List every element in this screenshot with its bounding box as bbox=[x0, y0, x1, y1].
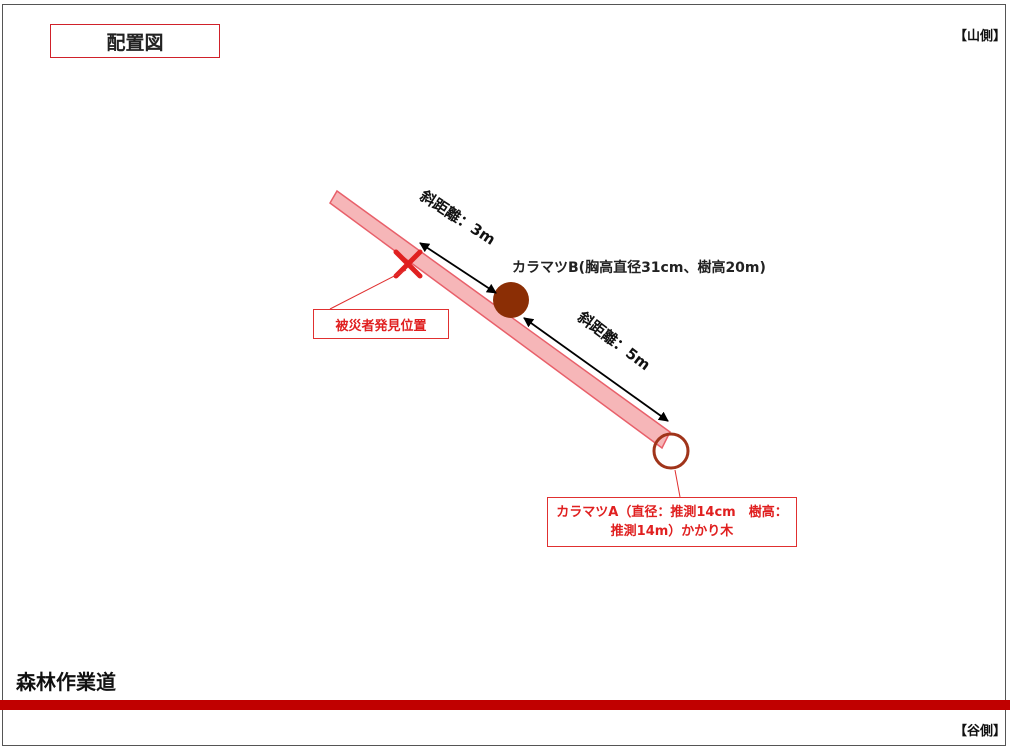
distance-arrow-upper bbox=[419, 242, 497, 294]
distance-label-lower: 斜距離：5m bbox=[573, 307, 653, 374]
tree-a-label-line2: 推測14m）かかり木 bbox=[610, 524, 734, 539]
distance-arrow-lower bbox=[523, 317, 669, 422]
victim-label: 被災者発見位置 bbox=[313, 309, 449, 339]
forest-road-band bbox=[0, 700, 1010, 710]
victim-leader-line bbox=[329, 269, 407, 310]
tree-b-icon bbox=[493, 282, 529, 318]
tree-b-label: カラマツB(胸高直径31cm、樹高20m) bbox=[512, 260, 766, 276]
tree-a-label-line1: カラマツA（直径：推測14cm 樹高： bbox=[556, 505, 788, 520]
mountain-side-label: 【山側】 bbox=[953, 29, 1006, 44]
road-label: 森林作業道 bbox=[16, 670, 116, 694]
diagram-title: 配置図 bbox=[50, 24, 220, 58]
valley-side-label: 【谷側】 bbox=[953, 724, 1006, 739]
distance-label-upper: 斜距離：3m bbox=[416, 186, 499, 249]
victim-position-icon bbox=[393, 249, 423, 279]
tree-a-leader-line bbox=[674, 469, 681, 498]
tree-a-label: カラマツA（直径：推測14cm 樹高： 推測14m）かかり木 bbox=[547, 497, 797, 547]
page-frame bbox=[2, 4, 1006, 746]
tree-a-icon bbox=[652, 432, 690, 470]
